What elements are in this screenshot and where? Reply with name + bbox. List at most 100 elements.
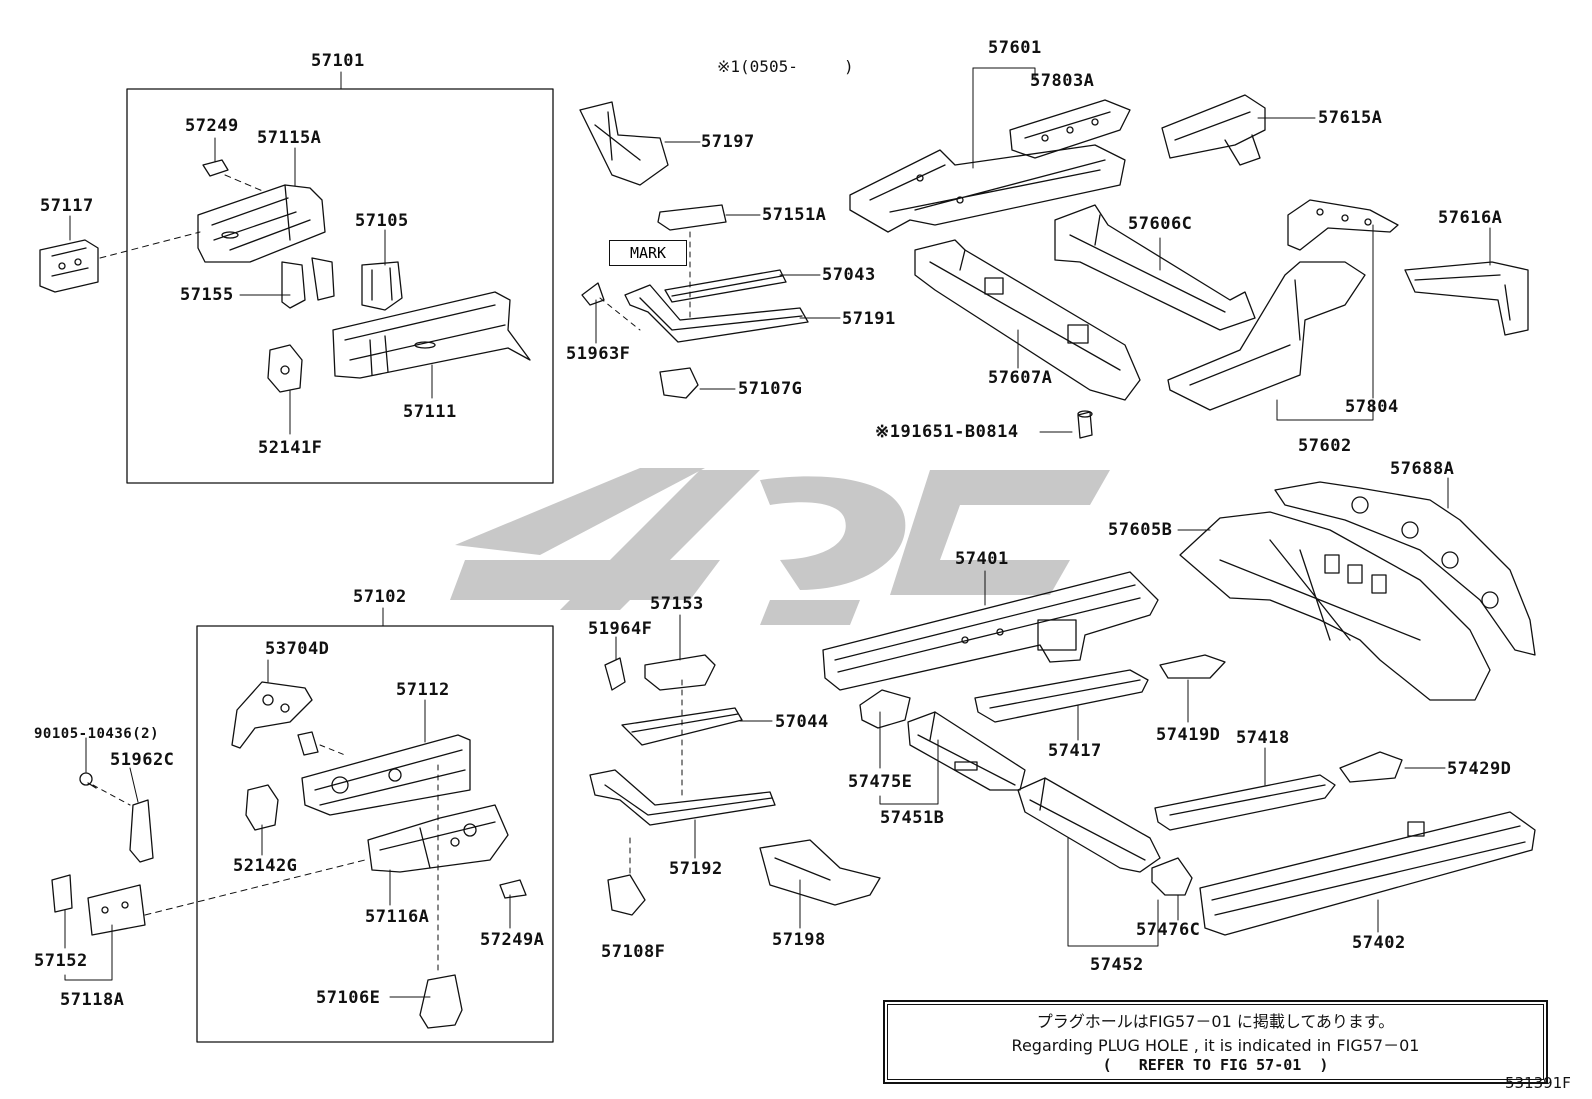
group-label-57101: 57101 bbox=[311, 51, 365, 71]
part-57402 bbox=[1199, 811, 1536, 936]
part-57605B bbox=[1179, 511, 1491, 701]
label-57191: 57191 bbox=[842, 309, 896, 329]
part-57152 bbox=[51, 874, 73, 913]
part-57401 bbox=[822, 571, 1159, 691]
label-57249A: 57249A bbox=[480, 930, 545, 950]
part-90105-bolt bbox=[79, 772, 97, 789]
part-57688A bbox=[1274, 481, 1536, 656]
part-57192 bbox=[589, 769, 776, 826]
label-57044: 57044 bbox=[775, 712, 829, 732]
leader-lines bbox=[64, 67, 1491, 998]
label-57192: 57192 bbox=[669, 859, 723, 879]
label-91651-B0814: ※191651-B0814 bbox=[875, 422, 1019, 442]
part-57115A bbox=[197, 184, 326, 263]
part-57601 bbox=[849, 144, 1126, 233]
part-57804 bbox=[1287, 199, 1399, 251]
note-paren-close: ) bbox=[1319, 1056, 1329, 1074]
part-51964F bbox=[604, 657, 626, 691]
label-51964F: 51964F bbox=[588, 619, 653, 639]
part-57155 bbox=[281, 257, 335, 309]
label-57112: 57112 bbox=[396, 680, 450, 700]
part-57116A bbox=[367, 804, 509, 873]
label-57107G: 57107G bbox=[738, 379, 803, 399]
part-52142G bbox=[245, 784, 279, 831]
label-57111: 57111 bbox=[403, 402, 457, 422]
label-57606C: 57606C bbox=[1128, 214, 1193, 234]
part-57417 bbox=[974, 669, 1149, 723]
part-57106E bbox=[419, 974, 463, 1029]
note-line-english: Regarding PLUG HOLE , it is indicated in… bbox=[1011, 1036, 1420, 1055]
label-52141F: 52141F bbox=[258, 438, 323, 458]
label-57475E: 57475E bbox=[848, 772, 913, 792]
label-57607A: 57607A bbox=[988, 368, 1053, 388]
watermark-logo bbox=[450, 468, 1110, 625]
label-57198: 57198 bbox=[772, 930, 826, 950]
label-51963F: 51963F bbox=[566, 344, 631, 364]
part-57249 bbox=[202, 159, 229, 177]
part-52141F bbox=[267, 344, 303, 393]
part-57107G bbox=[659, 367, 699, 399]
label-57401: 57401 bbox=[955, 549, 1009, 569]
part-53704D bbox=[231, 681, 313, 749]
part-57476C bbox=[1151, 857, 1193, 896]
label-57117: 57117 bbox=[40, 196, 94, 216]
label-57804: 57804 bbox=[1345, 397, 1399, 417]
label-90105-10436: 90105-10436(2) bbox=[34, 726, 160, 742]
part-57606C bbox=[1054, 204, 1256, 331]
part-57153 bbox=[644, 654, 716, 691]
label-57419D: 57419D bbox=[1156, 725, 1221, 745]
part-57607A bbox=[914, 239, 1141, 401]
label-57615A: 57615A bbox=[1318, 108, 1383, 128]
part-57429D bbox=[1339, 751, 1403, 783]
label-57105: 57105 bbox=[355, 211, 409, 231]
label-57197: 57197 bbox=[701, 132, 755, 152]
part-57117 bbox=[39, 239, 99, 293]
part-57615A bbox=[1161, 94, 1266, 166]
part-51962C bbox=[129, 799, 154, 863]
part-57475E bbox=[859, 689, 911, 729]
label-57605B: 57605B bbox=[1108, 520, 1173, 540]
part-57105 bbox=[361, 261, 403, 311]
period-note: ※1(0505- bbox=[717, 57, 798, 76]
label-57476C: 57476C bbox=[1136, 920, 1201, 940]
part-57151A bbox=[657, 204, 727, 231]
period-note-close: ) bbox=[844, 57, 854, 76]
part-57249A bbox=[499, 879, 527, 899]
label-57616A: 57616A bbox=[1438, 208, 1503, 228]
note-line-japanese: プラグホールはFIG57－01 に掲載してあります。 bbox=[1036, 1012, 1395, 1031]
part-57197 bbox=[579, 101, 669, 186]
group-box-57101 bbox=[126, 88, 554, 484]
label-57402: 57402 bbox=[1352, 933, 1406, 953]
part-57602 bbox=[1167, 261, 1366, 411]
label-57106E: 57106E bbox=[316, 988, 381, 1008]
part-57118A bbox=[87, 884, 146, 936]
note-line-reference: ( REFER TO FIG 57-01 ) bbox=[885, 1056, 1546, 1074]
part-57044 bbox=[621, 707, 743, 746]
label-57043: 57043 bbox=[822, 265, 876, 285]
part-57198 bbox=[759, 839, 881, 906]
part-57191 bbox=[624, 284, 809, 343]
label-57108F: 57108F bbox=[601, 942, 666, 962]
part-57803A bbox=[1009, 99, 1131, 159]
part-57111 bbox=[332, 291, 531, 379]
part-57616A bbox=[1404, 261, 1529, 336]
part-91651-B0814 bbox=[1077, 410, 1093, 439]
figure-id: 531391F bbox=[1505, 1074, 1571, 1092]
label-57116A: 57116A bbox=[365, 907, 430, 927]
label-57451B: 57451B bbox=[880, 808, 945, 828]
label-57151A: 57151A bbox=[762, 205, 827, 225]
note-refer-text: REFER TO FIG 57-01 bbox=[1138, 1056, 1302, 1074]
label-57118A: 57118A bbox=[60, 990, 125, 1010]
note-paren-open: ( bbox=[1102, 1056, 1112, 1074]
plug-hole-note: プラグホールはFIG57－01 に掲載してあります。 Regarding PLU… bbox=[883, 1000, 1548, 1084]
label-57688A: 57688A bbox=[1390, 459, 1455, 479]
label-57452: 57452 bbox=[1090, 955, 1144, 975]
part-57108F bbox=[607, 874, 646, 916]
label-57417: 57417 bbox=[1048, 741, 1102, 761]
part-57451B bbox=[907, 711, 1026, 791]
part-51963F bbox=[581, 282, 605, 306]
label-57249: 57249 bbox=[185, 116, 239, 136]
label-57153: 57153 bbox=[650, 594, 704, 614]
